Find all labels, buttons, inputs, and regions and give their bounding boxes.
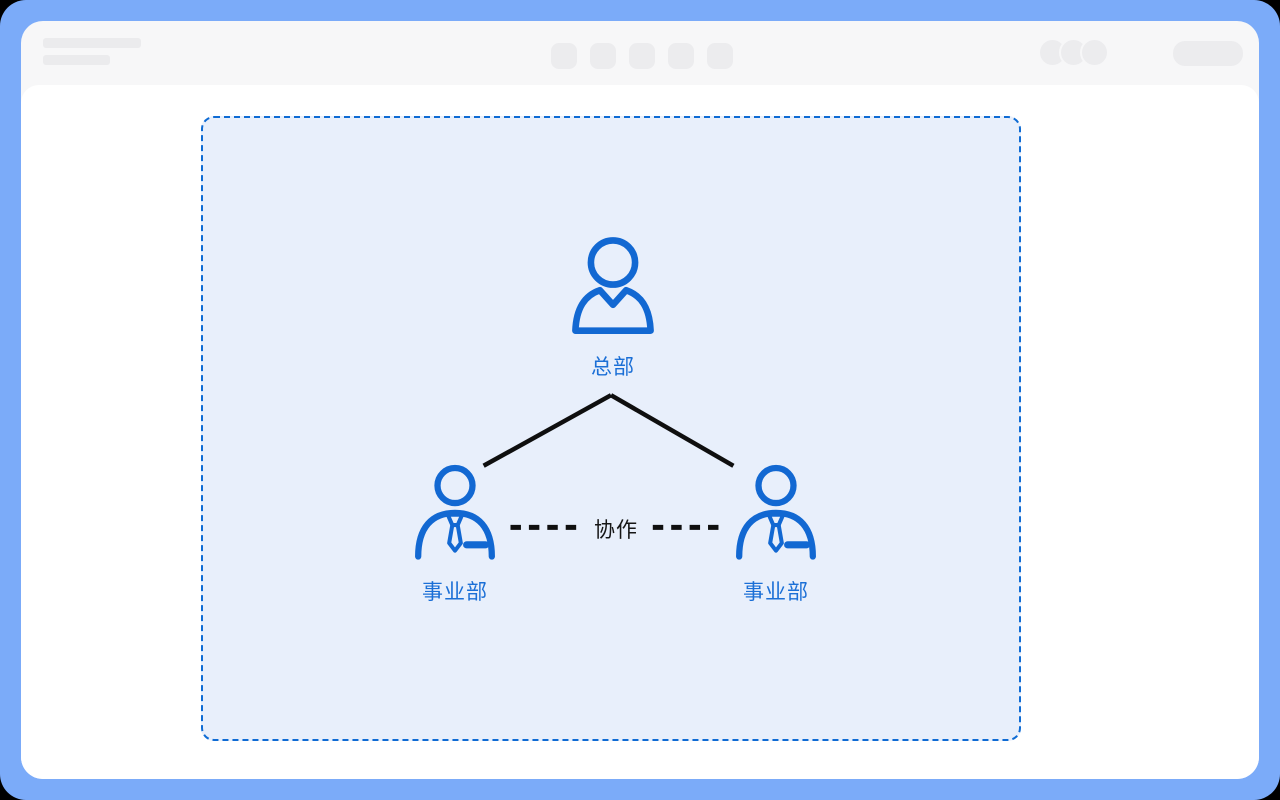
node-label-division-left: 事业部 bbox=[422, 581, 488, 604]
org-diagram-canvas: 总部 事业部 bbox=[201, 116, 1021, 741]
toolbar-tab-placeholder-5 bbox=[707, 43, 733, 69]
org-node-headquarters: 总部 bbox=[566, 236, 660, 381]
toolbar-skeleton-line-2 bbox=[43, 55, 110, 65]
person-tie-icon bbox=[736, 464, 816, 560]
collaboration-label: 协作 bbox=[594, 518, 638, 542]
page-content: 总部 事业部 bbox=[21, 85, 1259, 779]
toolbar-tab-placeholder-4 bbox=[668, 43, 694, 69]
node-label-headquarters: 总部 bbox=[591, 356, 635, 379]
org-node-division-left: 事业部 bbox=[410, 464, 500, 606]
toolbar-avatar-placeholder-3 bbox=[1080, 38, 1109, 67]
browser-toolbar bbox=[21, 21, 1259, 85]
org-node-division-right: 事业部 bbox=[731, 464, 821, 606]
person-executive-icon bbox=[572, 237, 654, 334]
browser-window: 总部 事业部 bbox=[21, 21, 1259, 779]
toolbar-skeleton-line-1 bbox=[43, 38, 141, 48]
toolbar-tab-placeholder-1 bbox=[551, 43, 577, 69]
person-tie-icon bbox=[415, 464, 495, 560]
connector-lines bbox=[482, 393, 735, 530]
toolbar-tab-placeholder-2 bbox=[590, 43, 616, 69]
node-label-division-right: 事业部 bbox=[743, 581, 809, 604]
hierarchy-line-right bbox=[609, 393, 735, 468]
hierarchy-line-left bbox=[482, 393, 613, 468]
toolbar-button-placeholder bbox=[1173, 41, 1243, 66]
toolbar-tab-placeholder-3 bbox=[629, 43, 655, 69]
